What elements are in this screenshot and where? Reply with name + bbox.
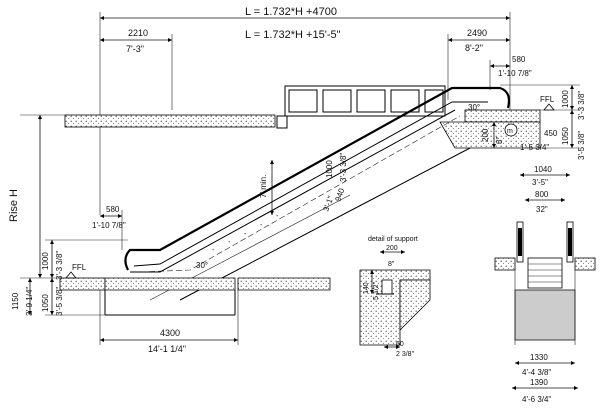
xs-w1040-imp: 3'-5"	[532, 178, 548, 187]
right-h1000: 1000	[561, 90, 570, 108]
support-w60-imp: 2 3/8"	[396, 351, 415, 358]
left-bottom-dimensions: 580 1'-10 7/8" 1000 3'-3 3/8" 1050 3'-5 …	[11, 205, 128, 316]
svg-text:-: -	[276, 213, 279, 220]
left-small-metric: 580	[106, 205, 120, 214]
left-h1000: 1000	[41, 252, 50, 270]
left-h1150-imp: 3'-9 1/4"	[25, 287, 34, 316]
overall-length-dimension: L = 1.732*H +4700 L = 1.732*H +15'-5"	[99, 6, 511, 215]
right-top-imperial: 8'-2"	[465, 43, 483, 53]
right-h450: 450	[544, 129, 558, 138]
right-h200-imp: 8"	[495, 137, 504, 144]
angle-top: 30°	[468, 103, 480, 112]
svg-text:-: -	[244, 231, 247, 238]
right-h200: 200	[481, 128, 490, 142]
right-top-dimension: 2490 8'-2" 580 1'-10 7/8"	[447, 28, 532, 100]
left-top-imperial: 7'-3"	[126, 44, 144, 54]
xs-w1040: 1040	[534, 165, 552, 174]
svg-text:-: -	[212, 247, 215, 254]
ffl-lower-label: FFL	[72, 263, 87, 272]
right-h1050-imp: 3'-5 3/8"	[577, 131, 586, 160]
right-top-metric: 2490	[467, 28, 487, 38]
xs-w1330-imp: 4'-4 3/8"	[522, 368, 551, 377]
ffl-upper-marker: FFL	[540, 95, 555, 111]
left-top-dimension: 2210 7'-3"	[100, 28, 173, 110]
incline-labels: 7' min. 1000 3'-3 3/8" 940 3'-1" 30° 30°	[196, 103, 480, 270]
upper-truss-boxes	[276, 85, 446, 129]
balustrade-metric: 1000	[325, 160, 334, 178]
xs-w1330: 1330	[530, 353, 548, 362]
escalator-incline	[124, 86, 511, 301]
left-h1150: 1150	[11, 292, 20, 310]
bottom-span-dimension: 4300 14'-1 1/4"	[99, 290, 239, 354]
balustrade-imperial: 3'-3 3/8"	[339, 153, 348, 182]
bottom-span-imperial: 14'-1 1/4"	[148, 344, 186, 354]
step-marks: - - - - -	[212, 213, 279, 254]
left-small-imperial: 1'-10 7/8"	[92, 221, 126, 230]
support-w60: 60	[396, 341, 404, 348]
rise-label: Rise H	[8, 189, 20, 222]
support-w200-imp: 8"	[388, 261, 395, 268]
right-h1050: 1050	[561, 127, 570, 145]
step-width-metric: 940	[333, 187, 346, 203]
right-height-dimensions: 1000 3'-3 3/8" 1050 3'-5 3/8" 450 1'-5 3…	[481, 84, 586, 160]
right-h1000-imp: 3'-3 3/8"	[577, 91, 586, 120]
right-top-small-imperial: 1'-10 7/8"	[498, 69, 532, 78]
right-top-small-metric: 580	[512, 55, 526, 64]
support-h140-imp: 5 1/2"	[373, 281, 380, 300]
right-h450-imp: 1'-5 3/4"	[520, 143, 549, 152]
length-formula-imperial: L = 1.732*H +15'-5"	[245, 29, 341, 41]
left-top-metric: 2210	[128, 28, 148, 38]
length-formula-metric: L = 1.732*H +4700	[245, 6, 337, 18]
left-h1050: 1050	[41, 294, 50, 312]
left-h1050-imp: 3'-5 3/8"	[55, 287, 64, 316]
xs-w800: 800	[535, 190, 549, 199]
xs-w800-imp: 32"	[536, 205, 548, 214]
bottom-span-metric: 4300	[160, 328, 180, 338]
support-detail-title: detail of support	[368, 236, 418, 243]
rise-dimension: Rise H	[8, 115, 42, 278]
support-h140: 140	[363, 282, 370, 294]
angle-bottom: 30°	[196, 261, 208, 270]
ffl-upper-label: FFL	[540, 95, 555, 104]
support-w200: 200	[386, 245, 398, 252]
lower-floor	[20, 277, 331, 316]
support-detail: detail of support 200 8" 140 5 1/2" 60 2…	[359, 236, 431, 358]
svg-text:-: -	[228, 239, 231, 246]
min-height-label: 7' min.	[259, 175, 268, 198]
left-h1000-imp: 3'-3 3/8"	[55, 251, 64, 280]
svg-text:-: -	[260, 222, 263, 229]
ffl-lower-marker: FFL	[65, 263, 87, 279]
xs-w1390: 1390	[530, 378, 548, 387]
svg-text:m: m	[507, 128, 513, 135]
xs-w1390-imp: 4'-6 3/4"	[522, 395, 551, 404]
cross-section-view: 1040 3'-5" 800 32" 1330 4'-4 3/8" 1390 4…	[494, 165, 596, 404]
